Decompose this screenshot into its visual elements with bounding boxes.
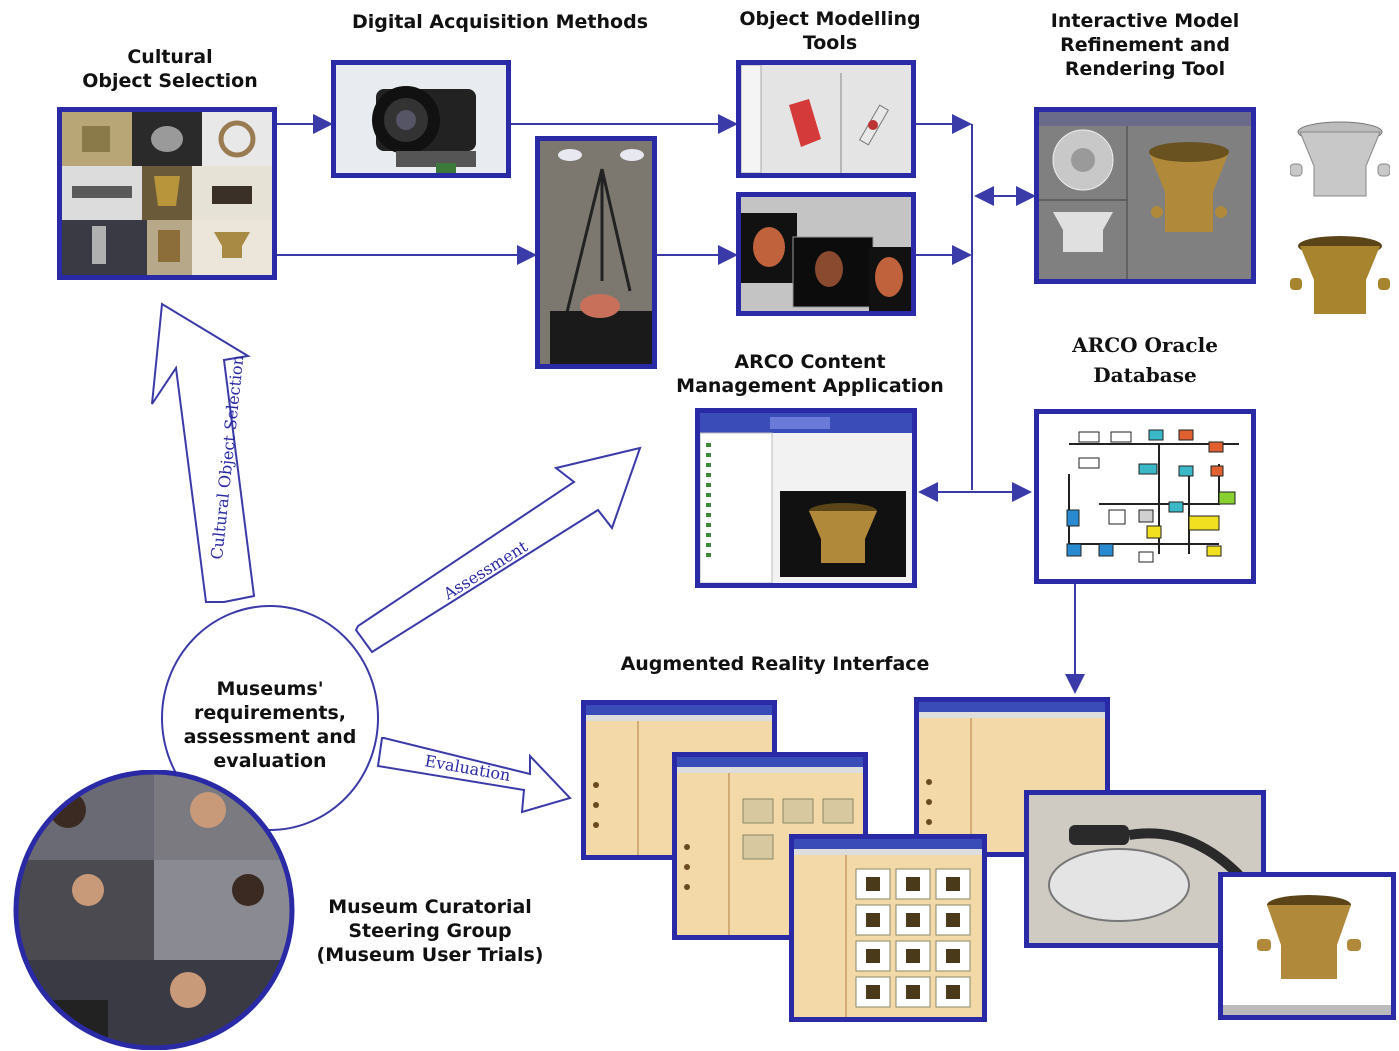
- ar-screenshot-4: [794, 839, 982, 1017]
- mortar-wireframe-render: [1290, 121, 1390, 197]
- cultural-object-grid: [57, 107, 277, 280]
- user-trials-photo: [13, 770, 295, 1050]
- museums-circle: [161, 605, 379, 831]
- schema-diagram: [1066, 429, 1239, 563]
- mortar-render-icon: [1223, 877, 1391, 1015]
- refinement-tool-window: [1034, 107, 1256, 284]
- camera-icon: [372, 86, 476, 173]
- ar-window-2: [914, 697, 1110, 857]
- label-ar-interface: Augmented Reality Interface: [620, 653, 930, 675]
- ar-window-4: [789, 834, 987, 1022]
- label-interactive-model: Interactive Model Refinement and Renderi…: [1050, 10, 1240, 80]
- ar-screenshot-2: [919, 702, 1105, 852]
- label-digital-acquisition: Digital Acquisition Methods: [351, 11, 648, 33]
- modelling-screenshot: [741, 65, 911, 173]
- modelling-tool-window: [736, 60, 916, 178]
- arrow-cultural-selection: [151, 302, 256, 603]
- content-management-window: [695, 408, 917, 588]
- label-curatorial-group: Museum Curatorial Steering Group (Museum…: [316, 896, 544, 966]
- arrow-evaluation: [376, 737, 572, 814]
- camera-photo: [331, 60, 511, 178]
- database-schema: [1034, 409, 1256, 584]
- scanner-photo: [535, 136, 657, 369]
- ar-screenshot-1: [586, 705, 772, 855]
- mortar-textured-render: [1290, 236, 1390, 314]
- ar-mortar-render: [1218, 872, 1396, 1020]
- label-arco-oracle: ARCO Oracle Database: [1072, 333, 1218, 387]
- label-arco-content: ARCO Content Management Application: [676, 351, 944, 397]
- tripod-scanner-icon: [540, 141, 652, 364]
- object-thumbnails: [62, 112, 272, 275]
- refinement-screenshot: [1039, 112, 1251, 279]
- label-museums-requirements: Museums' requirements, assessment and ev…: [183, 678, 357, 772]
- head-models-screenshot: [741, 197, 911, 311]
- ar-screenshot-3: [677, 757, 863, 935]
- label-cultural-selection: Cultural Object Selection: [82, 46, 258, 92]
- cms-screenshot: [700, 413, 912, 583]
- label-object-modelling: Object Modelling Tools: [739, 8, 921, 54]
- arrow-assessment: [354, 446, 642, 654]
- modelling-heads-window: [736, 192, 916, 316]
